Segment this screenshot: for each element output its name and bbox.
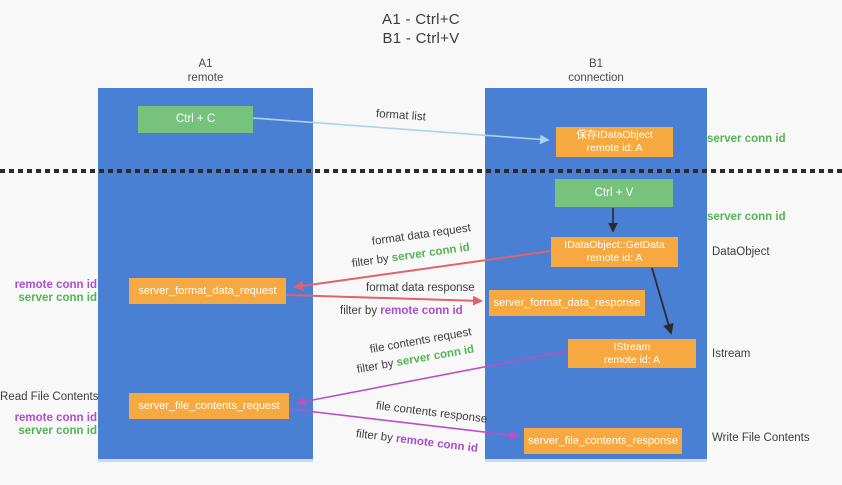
save-idataobject-node: 保存IDataObject remote id: A xyxy=(556,127,673,157)
filter-by-text: filter by xyxy=(355,357,398,376)
server-format-data-response-node: server_format_data_response xyxy=(489,290,645,316)
server-file-contents-request-label: server_file_contents_request xyxy=(138,399,280,412)
lane-header-b1: B1 connection xyxy=(485,57,707,85)
title-line-2: B1 - Ctrl+V xyxy=(382,30,460,47)
diagram-title: A1 - Ctrl+C B1 - Ctrl+V xyxy=(0,10,842,48)
ctrl-c-node: Ctrl + C xyxy=(138,106,253,133)
remote-conn-id-left-1: remote conn id xyxy=(14,279,97,291)
server-conn-id-left-1: server conn id xyxy=(18,292,97,304)
server-conn-id-text: server conn id xyxy=(391,241,471,265)
istream-line2: remote id: A xyxy=(603,353,661,366)
filter-by-remote-conn-id-label-1: filter by remote conn id xyxy=(340,305,463,317)
getdata-line1: IDataObject::GetData xyxy=(564,239,665,251)
getdata-line2: remote id: A xyxy=(586,252,643,264)
lane-a1-name: A1 xyxy=(198,58,213,70)
server-file-contents-request-node: server_file_contents_request xyxy=(129,393,289,419)
server-file-contents-response-label: server_file_contents_response xyxy=(528,434,678,447)
write-file-contents-label: Write File Contents xyxy=(712,432,810,444)
filter-by-text: filter by xyxy=(351,252,393,270)
format-data-response-label: format data response xyxy=(366,282,475,294)
read-file-contents-label: Read File Contents xyxy=(0,391,99,403)
lane-b1-subtitle: connection xyxy=(568,72,624,84)
server-conn-id-right-2: server conn id xyxy=(707,211,786,223)
save-idataobject-line1: 保存IDataObject xyxy=(576,129,653,141)
lane-a1-subtitle: remote xyxy=(187,72,224,84)
file-contents-response-label: file contents response xyxy=(375,400,488,426)
dataobject-side-label: DataObject xyxy=(712,246,770,258)
lane-header-a1: A1 remote xyxy=(98,57,313,85)
server-conn-id-left-2: server conn id xyxy=(18,425,97,437)
ctrl-v-node: Ctrl + V xyxy=(555,179,673,207)
ctrl-v-label: Ctrl + V xyxy=(594,186,634,199)
title-line-1: A1 - Ctrl+C xyxy=(382,11,460,28)
filter-by-remote-conn-id-label-2: filter by remote conn id xyxy=(355,428,478,455)
server-format-data-request-label: server_format_data_request xyxy=(138,284,277,297)
server-format-data-response-label: server_format_data_response xyxy=(493,296,641,309)
istream-node: IStream remote id: A xyxy=(568,339,696,368)
remote-conn-id-left-2: remote conn id xyxy=(14,412,97,424)
server-file-contents-response-node: server_file_contents_response xyxy=(524,428,682,454)
server-format-data-request-node: server_format_data_request xyxy=(129,278,286,304)
phase-separator-dotted-line xyxy=(0,169,842,173)
lane-b1-name: B1 xyxy=(588,58,604,70)
save-idataobject-line2: remote id: A xyxy=(586,142,643,154)
filter-by-text: filter by xyxy=(340,305,381,317)
server-conn-id-right-1: server conn id xyxy=(707,133,786,145)
filter-by-server-conn-id-label-1: filter by server conn id xyxy=(351,242,470,270)
ctrl-c-label: Ctrl + C xyxy=(175,113,216,125)
remote-conn-id-text: remote conn id xyxy=(380,305,463,317)
remote-conn-id-text: remote conn id xyxy=(395,432,479,455)
getdata-node: IDataObject::GetData remote id: A xyxy=(551,237,678,267)
filter-by-text: filter by xyxy=(355,428,397,445)
arrow-format-data-response xyxy=(286,294,483,306)
istream-side-label: Istream xyxy=(712,348,751,360)
format-list-label: format list xyxy=(375,108,427,124)
istream-line1: IStream xyxy=(613,340,651,353)
